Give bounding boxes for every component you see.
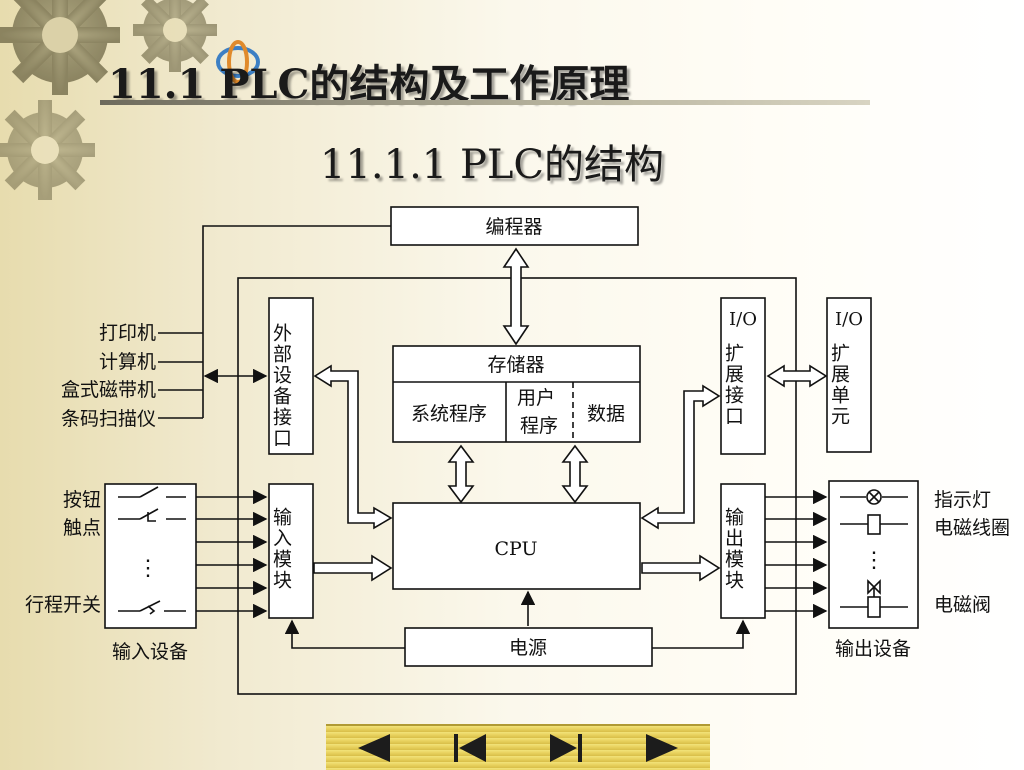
input-devices-block: ⋮ 按钮 触点 行程开关 <box>25 483 197 629</box>
peripheral-barcode-scanner: 条码扫描仪 <box>61 408 156 430</box>
logo-icon <box>216 40 260 84</box>
input-module-block: 输入模块 <box>268 483 314 619</box>
memory-user-program: 用户 程序 <box>517 387 561 437</box>
previous-icon <box>358 734 390 762</box>
input-device-button: 按钮 <box>63 489 101 511</box>
output-module-label: 输出模块 <box>722 507 744 591</box>
output-devices-caption: 输出设备 <box>835 638 911 660</box>
output-devices-dots: ⋮ <box>863 548 885 573</box>
memory-data: 数据 <box>587 403 625 425</box>
last-icon <box>550 734 582 762</box>
input-module-cpu-arrow <box>313 554 393 582</box>
input-devices-dots: ⋮ <box>137 556 159 581</box>
programmer-label: 编程器 <box>485 216 542 238</box>
io-expansion-interface-block: I/O 扩展接口 <box>720 297 766 455</box>
io-interface-unit-arrow <box>766 364 828 388</box>
valve-icon <box>867 579 881 595</box>
cpu-io-interface-arrow <box>640 384 721 530</box>
power-supply-block: 电源 <box>404 627 653 667</box>
gear-icon <box>0 100 95 200</box>
input-device-contact: 触点 <box>63 517 101 539</box>
peripheral-printer: 打印机 <box>99 322 156 344</box>
peripheral-cassette: 盒式磁带机 <box>61 379 156 401</box>
output-device-valve: 电磁阀 <box>934 594 991 616</box>
output-devices-block: ⋮ <box>828 480 919 629</box>
next-icon <box>646 734 678 762</box>
valve-coil-icon <box>867 596 881 618</box>
programmer-memory-arrow <box>502 247 530 346</box>
next-slide-button[interactable] <box>632 729 692 767</box>
first-slide-button[interactable] <box>440 729 500 767</box>
memory-cpu-arrow-left <box>447 444 475 504</box>
gear-icon <box>0 0 120 95</box>
coil-icon <box>867 514 881 535</box>
output-device-indicator: 指示灯 <box>934 489 991 511</box>
programmer-block: 编程器 <box>390 206 639 246</box>
io-expansion-interface-label: 扩展接口 <box>722 343 744 427</box>
programmer-link-line <box>202 225 391 418</box>
memory-system-program: 系统程序 <box>411 403 487 425</box>
power-input-module-arrow <box>284 619 405 649</box>
external-interface-block: 外部设备接口 <box>268 297 314 455</box>
peripherals-list: 打印机 计算机 盒式磁带机 条码扫描仪 <box>61 322 203 430</box>
memory-title: 存储器 <box>487 354 544 376</box>
peripheral-computer: 计算机 <box>99 351 156 373</box>
memory-cpu-arrow-right <box>561 444 589 504</box>
input-devices-caption: 输入设备 <box>112 641 188 663</box>
io-expansion-interface-io: I/O <box>729 309 757 330</box>
cpu-block: CPU <box>392 502 641 590</box>
input-device-limit-switch: 行程开关 <box>25 594 101 616</box>
io-expansion-unit-block: I/O 扩展单元 <box>826 297 872 453</box>
cpu-label: CPU <box>494 538 537 560</box>
power-output-module-arrow <box>652 619 751 649</box>
power-supply-label: 电源 <box>509 637 547 659</box>
external-interface-label: 外部设备接口 <box>270 323 292 449</box>
input-module-label: 输入模块 <box>270 507 292 591</box>
last-slide-button[interactable] <box>536 729 596 767</box>
gears-decoration <box>0 0 260 200</box>
first-icon <box>454 734 486 762</box>
slide-navigation-bar <box>326 724 710 770</box>
section-title: 11.1.1 PLC的结构 <box>320 142 665 188</box>
output-module-block: 输出模块 <box>720 483 766 619</box>
output-device-coil: 电磁线圈 <box>934 517 1010 539</box>
io-expansion-unit-label: 扩展单元 <box>828 343 850 427</box>
io-expansion-unit-io: I/O <box>835 309 863 330</box>
gear-icon <box>133 0 217 72</box>
cpu-output-module-arrow <box>641 554 721 582</box>
external-interface-cpu-arrow <box>313 364 393 530</box>
previous-slide-button[interactable] <box>344 729 404 767</box>
memory-block: 存储器 系统程序 用户 程序 数据 <box>392 345 641 443</box>
title-divider <box>100 100 870 105</box>
